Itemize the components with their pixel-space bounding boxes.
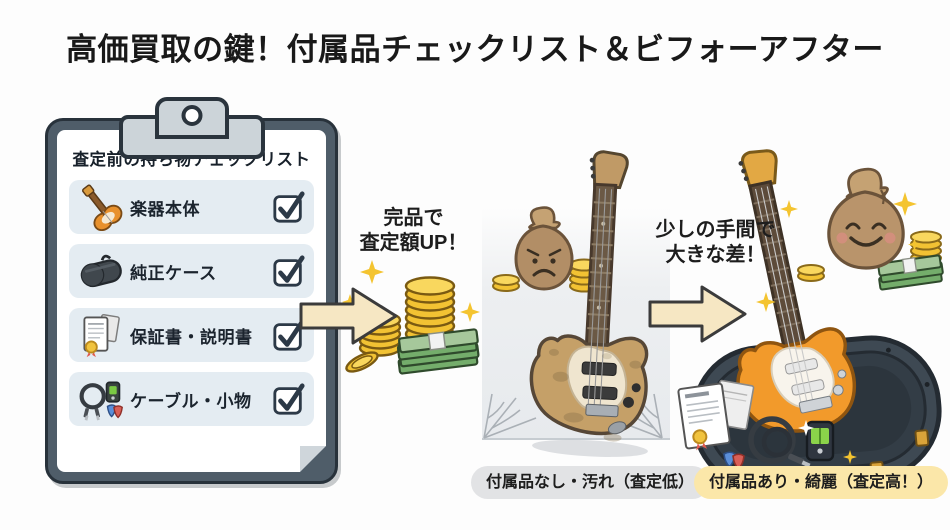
sparkle-icon (756, 292, 776, 312)
electric-guitar-icon (82, 184, 123, 231)
checklist-item-label: 楽器本体 (130, 199, 200, 219)
checkbox-checked-icon (273, 383, 305, 415)
cable-accessories-icon (79, 381, 123, 421)
cobweb-icon (483, 393, 537, 439)
page-title: 高価買取の鍵！付属品チェックリスト＆ビフォーアフター (66, 32, 884, 67)
sparkle-icon (908, 238, 921, 251)
money-icon (342, 260, 480, 375)
paper-fold-flap (300, 446, 326, 472)
checklist-item-label: 保証書・説明書 (130, 327, 253, 347)
checklist-row-documents: 保証書・説明書 (69, 308, 314, 362)
checkbox-checked-icon (273, 255, 305, 287)
happy-money-bag-icon (797, 167, 944, 291)
sparkle-icon (780, 200, 798, 218)
checklist-paper: 査定前の持ち物チェックリスト 楽器本体 (57, 130, 326, 472)
before-label: 付属品なし・汚れ（査定低） (471, 466, 710, 499)
effort-note-line2: 大きな差！ (665, 244, 766, 266)
checklist-item-label: 純正ケース (130, 263, 217, 283)
checklist-row-case: 純正ケース (69, 244, 314, 298)
sparkle-icon (893, 192, 917, 216)
upgrade-note-line1: 完品で (383, 207, 444, 229)
clip-hole (181, 105, 202, 126)
sparkle-icon (843, 450, 857, 464)
checklist-row-accessories: ケーブル・小物 (69, 372, 314, 426)
guitar-case-icon (80, 254, 122, 288)
arrow-right-icon (648, 285, 747, 343)
arrow-right-icon (299, 287, 398, 345)
dirty-guitar (529, 150, 649, 457)
upgrade-note: 完品で 査定額UP！ (336, 206, 491, 256)
checklist-clipboard: 査定前の持ち物チェックリスト 楽器本体 (45, 97, 338, 484)
sparkle-icon (798, 420, 814, 436)
clean-guitar (736, 149, 857, 433)
checklist-row-instrument: 楽器本体 (69, 180, 314, 234)
accessories-set (677, 379, 835, 470)
checklist-item-label: ケーブル・小物 (130, 391, 252, 411)
upgrade-note-line2: 査定額UP！ (359, 232, 468, 254)
after-label: 付属品あり・綺麗（査定高！） (694, 466, 949, 499)
checkbox-checked-icon (273, 319, 305, 351)
clipboard-clip-icon (154, 97, 229, 139)
checkbox-checked-icon (273, 191, 305, 223)
effort-note: 少しの手間で 大きな差！ (628, 218, 803, 268)
effort-note-line1: 少しの手間で (655, 219, 776, 241)
warranty-documents-icon (83, 313, 120, 358)
